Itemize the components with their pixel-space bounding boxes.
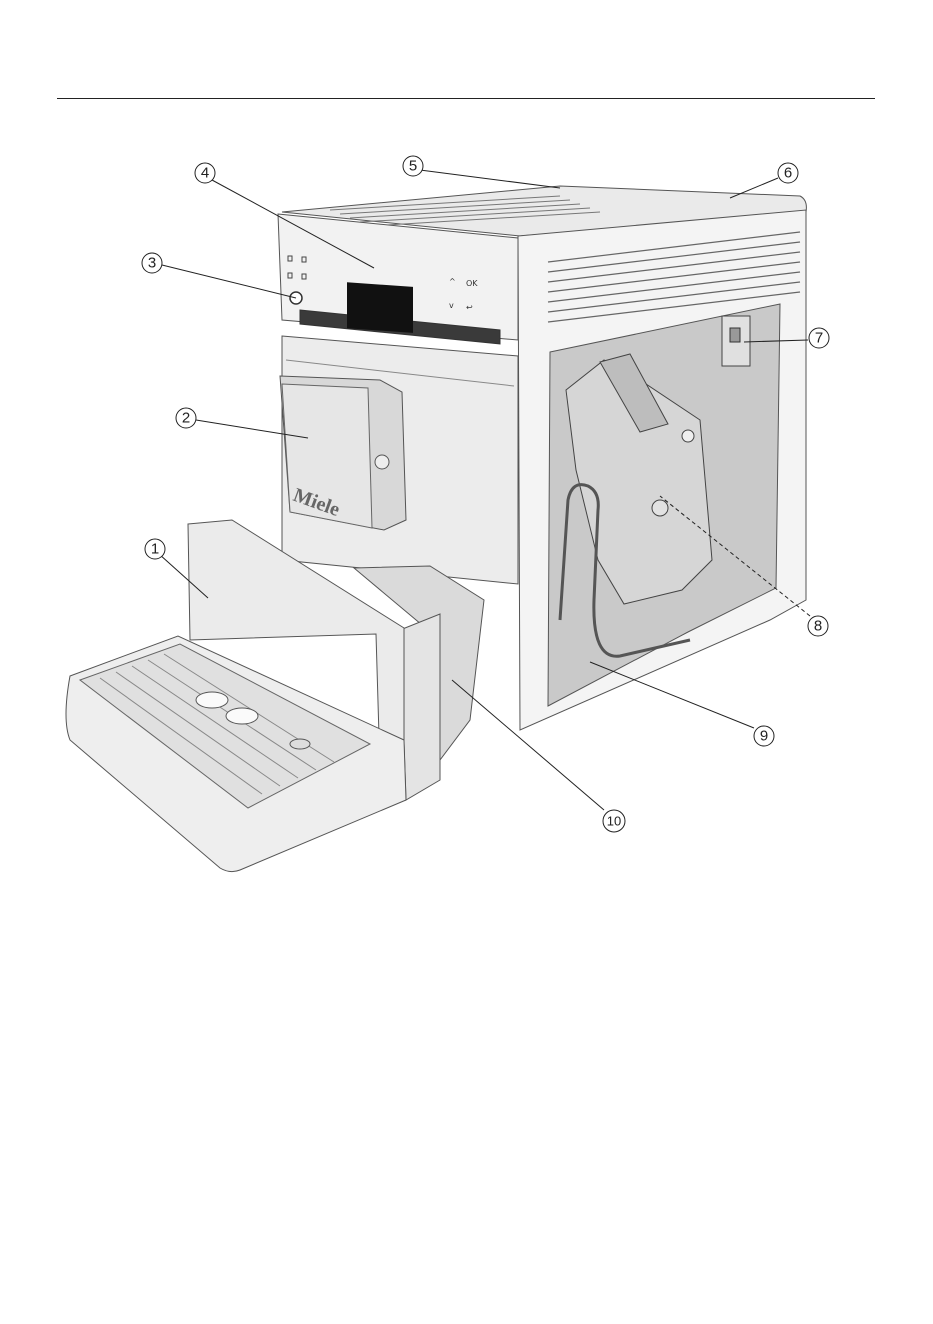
ok-button-label: OK	[466, 279, 478, 288]
display-screen	[347, 282, 413, 333]
drip-tray-hole-1	[196, 692, 228, 708]
brew-unit-outlet	[652, 500, 668, 516]
dispenser-knob	[375, 455, 389, 469]
grounds-container-front	[400, 614, 440, 800]
callout-1: 1	[145, 539, 165, 559]
callout-9-number: 9	[760, 728, 768, 745]
callout-5-number: 5	[409, 158, 417, 175]
callout-4-number: 4	[201, 165, 209, 182]
down-button-glyph: v	[449, 301, 454, 310]
callout-5: 5	[403, 156, 423, 176]
callout-9: 9	[754, 726, 774, 746]
drip-tray-float	[290, 739, 310, 749]
callout-7-number: 7	[815, 330, 823, 347]
back-button-glyph: ↩	[466, 303, 473, 312]
callout-3-number: 3	[148, 255, 156, 272]
leader-5	[420, 170, 560, 188]
leader-9	[590, 662, 754, 728]
callout-8-number: 8	[814, 618, 822, 635]
leader-3	[162, 265, 296, 298]
callout-6-number: 6	[784, 165, 792, 182]
callout-3: 3	[142, 253, 162, 273]
callout-8: 8	[808, 616, 828, 636]
callout-10-number: 10	[607, 814, 621, 829]
callout-1-number: 1	[151, 541, 159, 558]
callout-10: 10	[603, 810, 625, 832]
up-button-glyph: ^	[449, 277, 456, 286]
callout-2: 2	[176, 408, 196, 428]
drip-tray-hole-2	[226, 708, 258, 724]
callout-7: 7	[809, 328, 829, 348]
main-switch-rocker	[730, 328, 740, 342]
callout-2-number: 2	[182, 410, 190, 427]
callout-4: 4	[195, 163, 215, 183]
brew-unit-axle	[682, 430, 694, 442]
callout-6: 6	[778, 163, 798, 183]
